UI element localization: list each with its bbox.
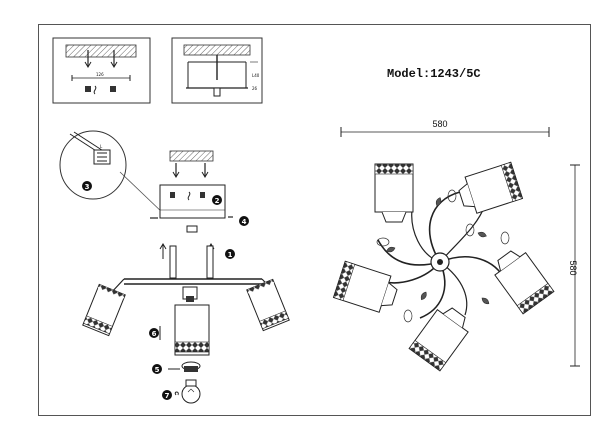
step-4-badge: 4: [242, 218, 247, 226]
canopy-assembly: 2 4: [150, 150, 249, 233]
step-2-badge: 2: [215, 197, 220, 205]
height-value: 580: [568, 260, 578, 275]
right-shade: [246, 278, 290, 332]
bulb: 7: [162, 379, 201, 404]
arm-assembly: 1: [109, 243, 277, 302]
socket-ring: 5: [152, 361, 201, 374]
height-dimension: 580: [568, 164, 580, 367]
width-value: 580: [432, 119, 447, 129]
wiring-detail: L 3: [59, 130, 166, 216]
drawing-frame: [38, 24, 591, 416]
mounting-detail-box: 126: [52, 37, 151, 104]
step-1-badge: 1: [228, 251, 233, 259]
width-dimension: 580: [340, 119, 550, 137]
step-6-badge: 6: [152, 330, 157, 338]
spacing-label: 126: [96, 72, 104, 77]
step-7-badge: 7: [165, 392, 170, 400]
step-6-marker: 6: [149, 326, 161, 340]
model-label: Model:1243/5C: [387, 67, 481, 81]
center-shade: [174, 304, 210, 356]
step-5-badge: 5: [155, 366, 160, 374]
chandelier-top-view: [332, 161, 555, 372]
live-label: L: [100, 144, 103, 149]
step-3-badge: 3: [85, 183, 90, 191]
depth-label: 26: [252, 86, 258, 91]
height-label: L40: [252, 73, 260, 78]
section-detail-box: L40 26: [171, 37, 263, 104]
left-shade: [82, 283, 126, 337]
